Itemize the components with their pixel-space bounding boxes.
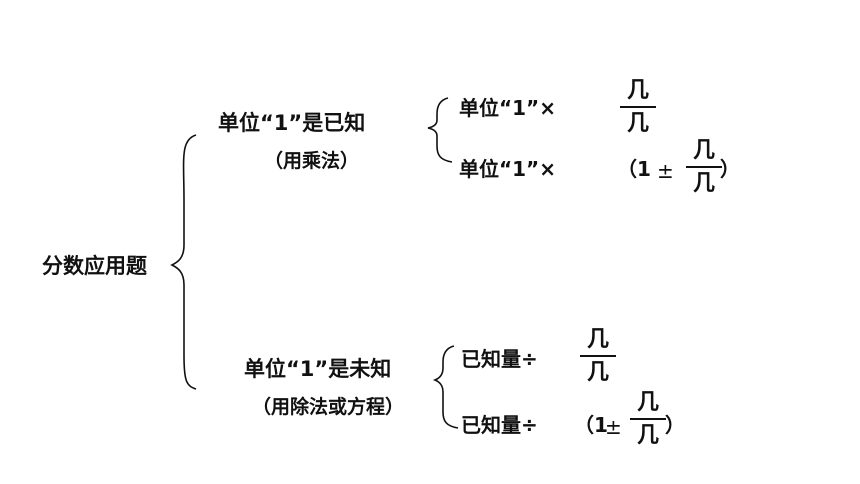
known-branch-title: 单位“1”是已知 [218, 111, 366, 135]
unknown-formula-2-fraction: 几 几 [628, 392, 668, 447]
fraction-numerator: 几 [692, 138, 715, 163]
known-formula-2-close: ） [720, 157, 740, 181]
fraction-bar [630, 418, 666, 420]
known-formula-1-fraction: 几 几 [618, 80, 658, 135]
fraction-numerator: 几 [586, 327, 609, 352]
unknown-formula-1-prefix: 已知量÷ [461, 347, 538, 371]
fraction-bar [620, 106, 656, 108]
known-formula-2-fraction: 几 几 [684, 140, 724, 195]
unknown-branch-title: 单位“1”是未知 [244, 357, 392, 381]
fraction-denominator: 几 [636, 423, 659, 448]
unknown-formula-2-open: （1 [574, 413, 608, 437]
unknown-formula-2-plus-minus: ± [605, 415, 622, 439]
unknown-formula-1-fraction: 几 几 [578, 329, 618, 384]
fraction-numerator: 几 [626, 78, 649, 103]
main-brace [170, 134, 197, 390]
upper-brace [427, 97, 453, 163]
unknown-formula-2-prefix: 已知量÷ [461, 413, 538, 437]
known-formula-1-prefix: 单位“1”× [459, 96, 556, 120]
fraction-bar [580, 355, 616, 357]
unknown-formula-2-close: ） [665, 413, 685, 437]
known-branch-method: （用乘法） [264, 150, 360, 172]
fraction-denominator: 几 [692, 171, 715, 196]
fraction-numerator: 几 [636, 390, 659, 415]
known-formula-2-open: （1 [617, 157, 651, 181]
known-formula-2-prefix: 单位“1”× [459, 157, 556, 181]
lower-brace [432, 345, 459, 429]
fraction-denominator: 几 [586, 360, 609, 385]
fraction-denominator: 几 [626, 111, 649, 136]
fraction-bar [686, 166, 722, 168]
known-formula-2-plus-minus: ± [657, 159, 674, 183]
unknown-branch-method: （用除法或方程） [252, 396, 405, 418]
root-label: 分数应用题 [42, 254, 147, 278]
